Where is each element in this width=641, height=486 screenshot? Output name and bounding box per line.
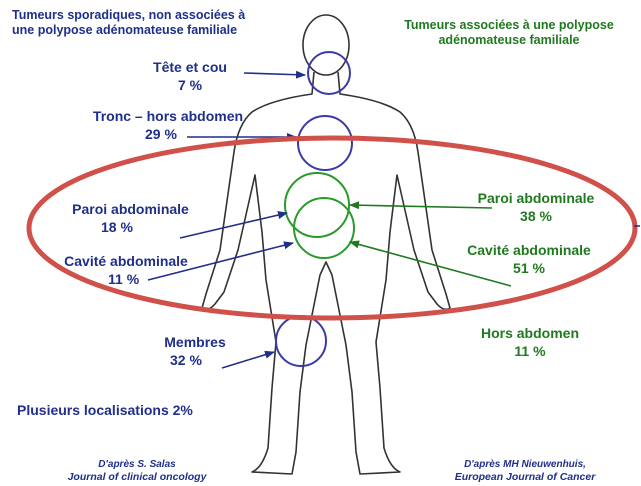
- source-right: D'après MH Nieuwenhuis, European Journal…: [425, 459, 625, 483]
- label-abdominal-cavity-left: Cavité abdominale 11 %: [50, 252, 202, 288]
- right-header-line2: adénomateuse familiale: [384, 33, 634, 48]
- source-right-journal: European Journal of Cancer: [425, 471, 625, 483]
- label-abdominal-cavity-right: Cavité abdominale 51 %: [448, 241, 610, 277]
- right-header-line1: Tumeurs associées à une polypose: [384, 18, 634, 33]
- trunk-circle: [298, 116, 352, 170]
- label-abdominal-wall-left: Paroi abdominale 18 %: [58, 200, 203, 236]
- label-trunk: Tronc – hors abdomen 29 %: [75, 107, 261, 143]
- source-left: D'après S. Salas Journal of clinical onc…: [42, 459, 232, 483]
- label-limbs: Membres 32 %: [150, 333, 240, 369]
- label-outside-abdomen: Hors abdomen 11 %: [470, 324, 590, 360]
- source-right-author: D'après MH Nieuwenhuis,: [425, 459, 625, 471]
- limbs-circle: [276, 316, 326, 366]
- source-left-journal: Journal of clinical oncology: [42, 471, 232, 483]
- abdominal-cavity-circle: [294, 198, 354, 258]
- left-header-line1: Tumeurs sporadiques, non associées à: [12, 8, 245, 23]
- left-header-line2: une polypose adénomateuse familiale: [12, 23, 245, 38]
- label-head-neck: Tête et cou 7 %: [135, 58, 245, 94]
- source-left-author: D'après S. Salas: [42, 459, 232, 471]
- left-header: Tumeurs sporadiques, non associées à une…: [12, 8, 245, 38]
- label-multiple-locations: Plusieurs localisations 2%: [17, 401, 193, 419]
- label-abdominal-wall-right: Paroi abdominale 38 %: [462, 189, 610, 225]
- right-header: Tumeurs associées à une polypose adénoma…: [384, 18, 634, 48]
